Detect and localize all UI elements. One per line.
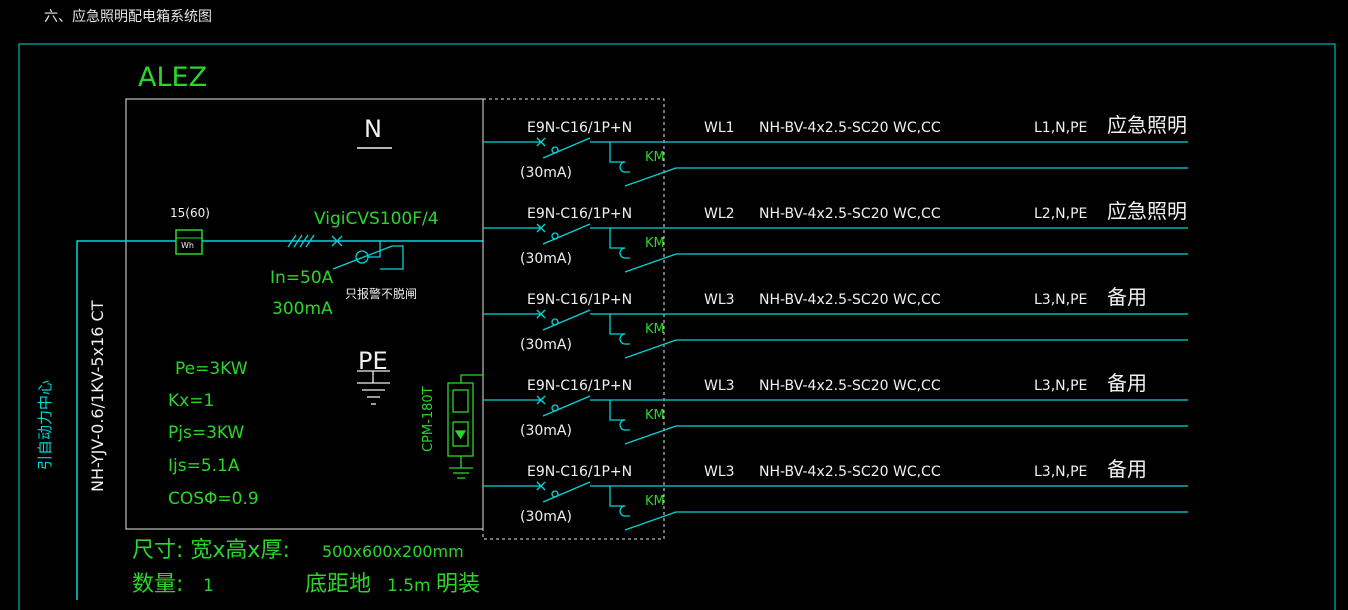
circuit-km-label: KM <box>645 408 665 423</box>
circuit-cable: NH-BV-4x2.5-SC20 WC,CC <box>759 464 941 480</box>
circuit-km-coil-icon <box>609 228 625 249</box>
neutral-label: N <box>364 115 382 143</box>
main-breaker-note: 只报警不脱闸 <box>345 287 418 301</box>
circuit-breaker-rcd-icon <box>551 232 559 240</box>
meter-symbol-label: Wh <box>181 241 194 250</box>
circuit-km-contact-icon <box>624 253 677 273</box>
load-param-ijs: Ijs=5.1A <box>168 456 240 476</box>
circuit-use: 备用 <box>1107 285 1147 309</box>
circuit-leak-rating: (30mA) <box>520 509 572 525</box>
circuit-phase: L2,N,PE <box>1034 206 1088 222</box>
panel-name: ALEZ <box>138 62 208 93</box>
circuit-phase: L3,N,PE <box>1034 378 1088 394</box>
circuit-leak-rating: (30mA) <box>520 423 572 439</box>
circuit-km-coil-icon <box>609 314 625 335</box>
circuit-id: WL3 <box>704 378 735 394</box>
pe-label: PE <box>358 347 388 375</box>
circuit-breaker-switch-icon <box>542 309 591 331</box>
spd-icon <box>447 374 483 479</box>
load-param-kx: Kx=1 <box>168 391 215 411</box>
incoming-source-label: 引自动力中心 <box>36 379 54 470</box>
circuit-km-contact-icon <box>624 339 677 359</box>
circuit-id: WL3 <box>704 292 735 308</box>
circuit-use: 应急照明 <box>1107 199 1187 223</box>
circuit-km-coil-icon <box>619 333 630 345</box>
load-param-pe: Pe=3KW <box>175 359 248 379</box>
circuit-breaker-rcd-icon <box>551 490 559 498</box>
drawing-border <box>18 43 1336 610</box>
circuit-breaker-model: E9N-C16/1P+N <box>527 120 633 136</box>
circuit-breaker-switch-icon <box>542 395 591 417</box>
meter-rating: 15(60) <box>170 206 210 220</box>
circuit-breaker-switch-icon <box>542 137 591 159</box>
circuit-km-coil-icon <box>609 400 625 421</box>
incoming-line <box>76 240 176 600</box>
circuit-breaker-model: E9N-C16/1P+N <box>527 464 633 480</box>
circuit-cable: NH-BV-4x2.5-SC20 WC,CC <box>759 292 941 308</box>
circuit-breaker-x-icon <box>536 223 546 233</box>
circuit-cable: NH-BV-4x2.5-SC20 WC,CC <box>759 378 941 394</box>
circuit-id: WL2 <box>704 206 735 222</box>
circuit-km-label: KM <box>645 322 665 337</box>
circuit-km-coil-icon <box>609 486 625 507</box>
circuit-breaker-model: E9N-C16/1P+N <box>527 292 633 308</box>
circuit-breaker-x-icon <box>536 137 546 147</box>
circuit-cable: NH-BV-4x2.5-SC20 WC,CC <box>759 206 941 222</box>
circuit-km-coil-icon <box>619 247 630 259</box>
circuit-km-coil-icon <box>619 161 630 173</box>
circuit-km-coil-icon <box>619 505 630 517</box>
circuit-breaker-x-icon <box>536 481 546 491</box>
footer-mount-label: 底距地 <box>305 572 372 597</box>
meter-icon <box>175 229 203 255</box>
circuit-km-coil-icon <box>619 419 630 431</box>
circuit-id: WL1 <box>704 120 735 136</box>
circuit-km-contact-icon <box>624 511 677 531</box>
circuit-breaker-switch-icon <box>542 223 591 245</box>
footer-size-value: 500x600x200mm <box>322 542 464 561</box>
load-param-cos: COSΦ=0.9 <box>168 489 259 509</box>
circuit-breaker-rcd-icon <box>551 404 559 412</box>
circuit-breaker-x-icon <box>536 309 546 319</box>
footer-mount-type: 明装 <box>436 572 481 597</box>
circuit-km-contact-icon <box>624 425 677 445</box>
main-breaker-icon <box>331 235 404 270</box>
circuit-leak-rating: (30mA) <box>520 165 572 181</box>
circuit-km-label: KM <box>645 494 665 509</box>
pe-ground-icon <box>357 370 390 405</box>
circuit-breaker-switch-icon <box>542 481 591 503</box>
footer-size-label: 尺寸: 宽x高x厚: <box>132 538 290 563</box>
page-title: 六、应急照明配电箱系统图 <box>44 9 212 25</box>
incoming-cable-label: NH-YJV-0.6/1KV-5x16 CT <box>88 300 107 492</box>
circuit-cable: NH-BV-4x2.5-SC20 WC,CC <box>759 120 941 136</box>
circuit-km-label: KM <box>645 236 665 251</box>
footer-mount-height: 1.5m <box>387 576 431 596</box>
circuit-phase: L3,N,PE <box>1034 292 1088 308</box>
circuit-breaker-x-icon <box>536 395 546 405</box>
circuit-km-label: KM <box>645 150 665 165</box>
circuit-km-contact-icon <box>624 167 677 187</box>
main-breaker-leak: 300mA <box>272 299 333 319</box>
circuit-leak-rating: (30mA) <box>520 337 572 353</box>
circuit-breaker-rcd-icon <box>551 146 559 154</box>
circuit-use: 应急照明 <box>1107 113 1187 137</box>
circuit-phase: L1,N,PE <box>1034 120 1088 136</box>
load-param-pjs: Pjs=3KW <box>168 423 245 443</box>
circuit-breaker-rcd-icon <box>551 318 559 326</box>
footer-qty-value: 1 <box>203 576 214 596</box>
four-pole-hatch <box>287 234 315 248</box>
circuit-phase: L3,N,PE <box>1034 464 1088 480</box>
circuit-km-coil-icon <box>609 142 625 163</box>
footer-qty-label: 数量: <box>132 572 184 597</box>
circuit-leak-rating: (30mA) <box>520 251 572 267</box>
main-breaker-model: VigiCVS100F/4 <box>314 209 439 229</box>
main-breaker-in: In=50A <box>270 268 334 288</box>
circuit-breaker-model: E9N-C16/1P+N <box>527 206 633 222</box>
circuit-breaker-model: E9N-C16/1P+N <box>527 378 633 394</box>
spd-label: CPM-180T <box>421 386 436 452</box>
circuit-id: WL3 <box>704 464 735 480</box>
circuit-use: 备用 <box>1107 371 1147 395</box>
circuit-use: 备用 <box>1107 457 1147 481</box>
